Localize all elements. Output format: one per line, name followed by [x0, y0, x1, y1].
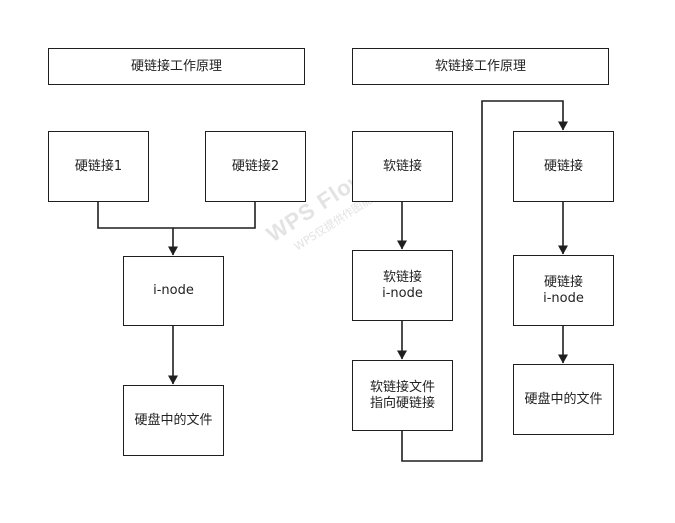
soft-inode-node: 软链接 i-node — [352, 250, 453, 321]
disk-file-node: 硬盘中的文件 — [123, 385, 224, 456]
hard-inode-node: 硬链接 i-node — [513, 255, 614, 326]
hard-inode-label: 硬链接 i-node — [543, 274, 584, 306]
hard-link-title: 硬链接工作原理 — [130, 58, 222, 74]
hard-link-2-label: 硬链接2 — [231, 158, 280, 174]
soft-link-label: 软链接 — [382, 158, 422, 174]
soft-file-node: 软链接文件 指向硬链接 — [352, 360, 453, 431]
edge-link2-to-inode — [173, 202, 256, 229]
soft-link-node: 软链接 — [352, 131, 453, 202]
hard-link-1-label: 硬链接1 — [74, 158, 123, 174]
hard-link-title-box: 硬链接工作原理 — [48, 48, 305, 85]
inode-label: i-node — [153, 283, 194, 298]
target-hard-link-label: 硬链接 — [543, 158, 583, 174]
soft-file-label: 软链接文件 指向硬链接 — [369, 379, 435, 411]
target-disk-file-node: 硬盘中的文件 — [513, 364, 614, 435]
disk-file-label: 硬盘中的文件 — [134, 412, 213, 428]
edge-link1-to-inode — [97, 202, 178, 256]
soft-inode-label: 软链接 i-node — [382, 269, 423, 301]
target-disk-file-label: 硬盘中的文件 — [524, 391, 603, 407]
soft-link-title: 软链接工作原理 — [434, 58, 526, 74]
hard-link-2-node: 硬链接2 — [205, 131, 306, 202]
soft-link-title-box: 软链接工作原理 — [352, 48, 609, 85]
inode-node: i-node — [123, 256, 224, 326]
target-hard-link-node: 硬链接 — [513, 131, 614, 202]
hard-link-1-node: 硬链接1 — [48, 131, 149, 202]
